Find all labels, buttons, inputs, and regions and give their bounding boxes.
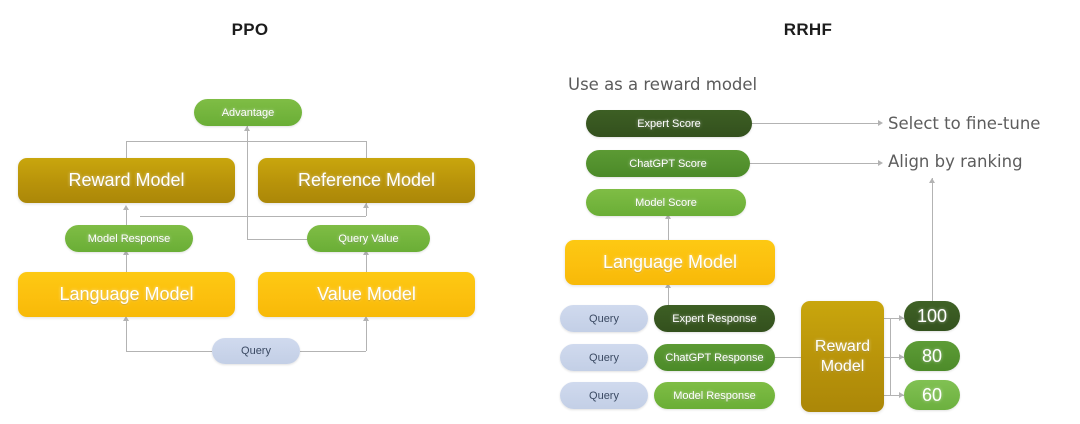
connector-advantage-vertical xyxy=(247,126,248,239)
node-query-row-3[interactable]: Query xyxy=(560,382,648,409)
node-chatgpt-score[interactable]: ChatGPT Score xyxy=(586,150,750,177)
arrowhead-model-score xyxy=(664,214,671,219)
connector-chatgpt-response-to-reward xyxy=(775,357,801,358)
node-reward-model-rrhf-line2: Model xyxy=(820,357,865,375)
node-query-ppo[interactable]: Query xyxy=(212,338,300,364)
connector-scores-to-ranking xyxy=(932,178,933,302)
node-chatgpt-response-label: ChatGPT Response xyxy=(665,351,764,364)
node-reward-model-label: Reward Model xyxy=(68,170,185,190)
node-query-value-label: Query Value xyxy=(338,232,399,245)
node-reward-model[interactable]: Reward Model xyxy=(18,158,235,203)
connector-refm-bottom-riser xyxy=(366,203,367,216)
arrowhead-align-by-ranking xyxy=(878,159,883,166)
node-query-row-3-label: Query xyxy=(589,389,619,402)
node-score-80-label: 80 xyxy=(921,345,943,366)
arrowhead-score-100 xyxy=(899,314,904,321)
connector-chatgpt-score-to-align xyxy=(750,163,880,164)
connector-lm-to-modelresponse xyxy=(126,252,127,272)
node-language-model-ppo[interactable]: Language Model xyxy=(18,272,235,317)
connector-lower-bracket xyxy=(140,216,366,217)
connector-valuemodel-to-queryvalue xyxy=(366,252,367,272)
arrowhead-reference-model xyxy=(362,203,369,208)
node-score-100-label: 100 xyxy=(916,305,948,326)
connector-query-right xyxy=(300,351,366,352)
node-query-row-2[interactable]: Query xyxy=(560,344,648,371)
node-value-model-label: Value Model xyxy=(317,284,416,304)
rrhf-panel-title: RRHF xyxy=(783,20,833,39)
connector-lm-to-model-score xyxy=(668,216,669,240)
node-model-score-label: Model Score xyxy=(635,196,697,209)
node-query-value[interactable]: Query Value xyxy=(307,225,430,252)
connector-query-left-riser xyxy=(126,318,127,351)
connector-queryvalue-to-advantage xyxy=(247,239,308,240)
node-chatgpt-score-label: ChatGPT Score xyxy=(629,157,707,170)
arrowhead-language-model-rrhf xyxy=(664,283,671,288)
node-chatgpt-response[interactable]: ChatGPT Response xyxy=(654,344,775,371)
node-advantage[interactable]: Advantage xyxy=(194,99,302,126)
node-expert-response-label: Expert Response xyxy=(672,312,757,325)
arrowhead-advantage xyxy=(243,126,250,131)
arrowhead-score-60 xyxy=(899,391,904,398)
rrhf-caption: Use as a reward model xyxy=(568,75,758,94)
node-reference-model[interactable]: Reference Model xyxy=(258,158,475,203)
node-query-ppo-label: Query xyxy=(241,345,271,357)
node-query-row-1-label: Query xyxy=(589,312,619,325)
node-model-response-rrhf[interactable]: Model Response xyxy=(654,382,775,409)
node-query-row-1[interactable]: Query xyxy=(560,305,648,332)
connector-reward-to-60 xyxy=(884,395,904,396)
node-score-60-label: 60 xyxy=(921,384,943,405)
node-reward-model-rrhf[interactable]: Reward Model xyxy=(801,301,884,412)
node-value-model[interactable]: Value Model xyxy=(258,272,475,317)
node-query-row-2-label: Query xyxy=(589,351,619,364)
arrowhead-query-value xyxy=(362,250,369,255)
node-language-model-rrhf[interactable]: Language Model xyxy=(565,240,775,285)
connector-reward-to-80 xyxy=(884,357,904,358)
connector-modelresponse-to-rewardmodel xyxy=(126,208,127,227)
node-model-response[interactable]: Model Response xyxy=(65,225,193,252)
connector-query-left xyxy=(126,351,212,352)
node-language-model-ppo-label: Language Model xyxy=(59,284,194,304)
node-model-score[interactable]: Model Score xyxy=(586,189,746,216)
arrowhead-ranking-riser xyxy=(928,178,935,183)
ppo-panel-title: PPO xyxy=(231,20,269,39)
connector-reward-60-riser xyxy=(890,357,891,395)
arrowhead-language-model xyxy=(122,316,129,321)
arrowhead-select-to-finetune xyxy=(878,119,883,126)
arrowhead-score-80 xyxy=(899,353,904,360)
arrowhead-reward-model xyxy=(122,205,129,210)
connector-rm-top-riser xyxy=(126,141,127,159)
node-model-response-rrhf-label: Model Response xyxy=(673,389,756,402)
node-score-100[interactable]: 100 xyxy=(904,301,960,331)
node-score-80[interactable]: 80 xyxy=(904,341,960,371)
node-model-response-label: Model Response xyxy=(87,232,171,245)
connector-expert-score-to-select xyxy=(752,123,880,124)
connector-expertresponse-to-lm xyxy=(668,285,669,305)
node-reward-model-rrhf-line1: Reward xyxy=(814,337,871,355)
connector-reward-to-100 xyxy=(884,318,904,319)
node-reference-model-label: Reference Model xyxy=(297,170,436,190)
node-score-60[interactable]: 60 xyxy=(904,380,960,410)
connector-query-right-riser xyxy=(366,318,367,351)
node-expert-score[interactable]: Expert Score xyxy=(586,110,752,137)
node-expert-score-label: Expert Score xyxy=(637,117,701,130)
annotation-select-to-finetune: Select to fine-tune xyxy=(888,114,1041,133)
node-advantage-label: Advantage xyxy=(221,106,275,119)
node-language-model-rrhf-label: Language Model xyxy=(602,252,738,272)
arrowhead-model-response xyxy=(122,250,129,255)
connector-reward-100-riser xyxy=(890,318,891,357)
connector-refm-top-riser xyxy=(366,141,367,159)
node-expert-response[interactable]: Expert Response xyxy=(654,305,775,332)
annotation-align-by-ranking: Align by ranking xyxy=(888,152,1023,171)
connector-top-bracket xyxy=(126,141,367,142)
arrowhead-value-model xyxy=(362,316,369,321)
